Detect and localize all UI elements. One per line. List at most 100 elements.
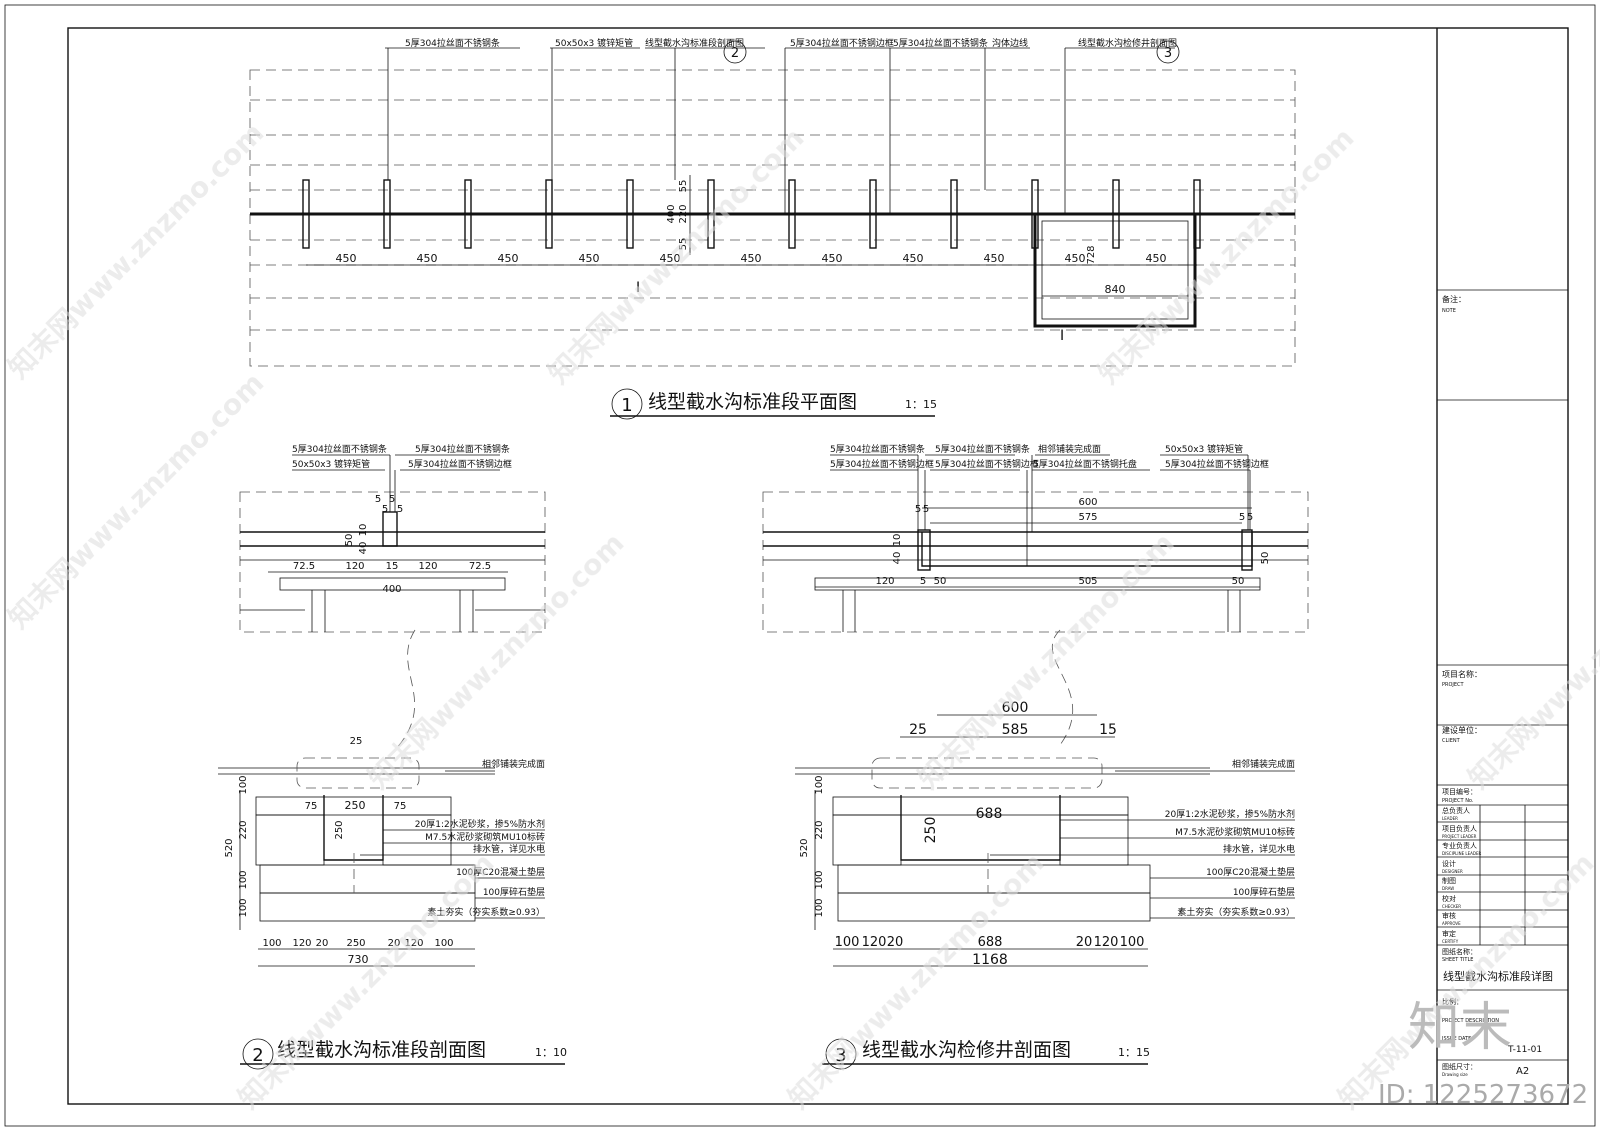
layer-label: 100厚C20混凝土垫层 [456,866,545,878]
layer-label: 100厚C20混凝土垫层 [1206,866,1295,878]
title-number: 1 [621,395,632,416]
watermark-text: 知末网www.znzmo.com [362,526,631,795]
layer-label: 100厚碎石垫层 [1233,886,1295,898]
dim-450: 450 [1065,252,1086,265]
dim: 15 [1099,722,1117,738]
role-label-en: CERTIFY [1442,939,1459,944]
section3-detail: 5厚304拉丝面不锈钢条 5厚304拉丝面不锈钢边框 5厚304拉丝面不锈钢条 … [762,443,1309,633]
dim: 520 [799,838,810,857]
dim: 600 [1078,497,1097,508]
inspection-well [1033,212,1197,328]
layer-legend-sec2: 相邻铺装完成面 20厚1:2水泥砂浆，掺5%防水剂 M7.5水泥砂浆砌筑MU10… [415,758,545,918]
note-label: 备注： [1442,294,1466,304]
section3-scale: 1：15 [1118,1046,1150,1059]
note-label-en: NOTE [1442,308,1456,314]
role-label: 校对 [1442,894,1456,903]
layer-label: M7.5水泥砂浆砌筑MU10标砖 [425,831,545,843]
sheet-title: 线型截水沟标准段详图 [1443,969,1553,983]
detail-link-curve [1052,629,1074,746]
project-label: 项目名称： [1442,669,1482,679]
size-label-en: Drawing size [1442,1072,1468,1077]
layer-label: 100厚碎石垫层 [483,886,545,898]
callout-label: 5厚304拉丝面不锈钢边框 [935,458,1039,470]
sheet-title-label-en: SHEET TITLE [1442,957,1473,963]
dim: 250 [345,799,366,812]
dim-840: 840 [1105,283,1126,296]
dim-55: 55 [678,180,689,193]
dim-450: 450 [984,252,1005,265]
dim: 50 [1232,576,1245,587]
role-label-en: DESIGNER [1442,869,1463,874]
dim: 400 [382,584,401,595]
dim: 250 [334,820,345,839]
section-mark: I [1060,328,1064,344]
watermark-id: ID: 1225273672 [1378,1080,1588,1110]
dim: 220 [238,820,249,839]
dim: 5 [375,494,381,505]
layer-legend-sec3: 相邻铺装完成面 20厚1:2水泥砂浆，掺5%防水剂 M7.5水泥砂浆砌筑MU10… [1165,758,1295,918]
dim-450: 450 [903,252,924,265]
callout-label: 5厚304拉丝面不锈钢条 [415,443,510,455]
scale-label: 比例： [1442,997,1463,1006]
callout-label: 5厚304拉丝面不锈钢边框 [1165,458,1269,470]
callout-label: 5厚304拉丝面不锈钢条 [893,37,988,49]
layer-label: 排水管，详见水电 [473,843,545,855]
dim: 15 [386,561,399,572]
dim: 100 [835,935,860,950]
layer-label: 素土夯实（夯实系数≥0.93） [1177,906,1295,918]
dim: 25 [350,736,363,747]
role-label-en: APPROVE [1442,921,1461,926]
dim: 10 [892,534,903,547]
dim: 520 [224,838,235,857]
callout-label: 50x50x3 镀锌矩管 [1165,443,1243,455]
dim: 100 [238,775,249,794]
title-number-circle [611,388,643,420]
dim-total: 730 [348,953,369,966]
dim: 50 [934,576,947,587]
dim: 120 [862,935,887,950]
title-number: 3 [835,1045,846,1066]
dim: 5 [389,494,395,505]
callout-label: 50x50x3 镀锌矩管 [292,458,370,470]
sheet-size: A2 [1516,1066,1529,1077]
dim-450: 450 [336,252,357,265]
dim: 5 [382,504,388,515]
callout-label: 相邻铺装完成面 [1038,443,1101,455]
dim: 5 [920,576,926,587]
dim: 250 [923,817,939,844]
callout-label: 5厚304拉丝面不锈钢边框 [408,458,512,470]
plan-title: 线型截水沟标准段平面图 [648,391,857,413]
dim: 120 [418,561,437,572]
dim-450: 450 [741,252,762,265]
watermark-text: 知末网www.znzmo.com [2,116,271,385]
layer-label: 20厚1:2水泥砂浆，掺5%防水剂 [415,818,545,830]
dim: 100 [1120,935,1145,950]
dim: 688 [978,935,1003,950]
detail-callout-number: 3 [1164,46,1172,61]
dim: 20 [316,938,329,949]
client-label: 建设单位： [1442,725,1482,735]
section2-title: 线型截水沟标准段剖面图 [277,1039,486,1061]
dim: 5 [915,504,921,515]
callout-label: 线型截水沟检修井剖面图 [1078,37,1177,49]
dim: 75 [394,801,407,812]
layer-label: 20厚1:2水泥砂浆，掺5%防水剂 [1165,808,1295,820]
callout-label: 沟体边线 [992,37,1028,49]
dim: 220 [814,820,825,839]
dim: 120 [345,561,364,572]
title-number-circle [242,1038,274,1070]
date-label-en: ISSUE DATE [1442,1036,1471,1042]
dim: 25 [909,722,927,738]
dim: 120 [292,938,311,949]
callout-label: 5厚304拉丝面不锈钢边框 [830,458,934,470]
dim-450: 450 [822,252,843,265]
watermark-text: 知末网www.znzmo.com [232,846,501,1115]
title-number-circle [825,1038,857,1070]
callout-label: 5厚304拉丝面不锈钢条 [830,443,925,455]
dim-450: 450 [1146,252,1167,265]
dim: 20 [388,938,401,949]
role-label-en: DRAW [1442,886,1454,891]
dim: 100 [434,938,453,949]
dim: 40 [892,552,903,565]
